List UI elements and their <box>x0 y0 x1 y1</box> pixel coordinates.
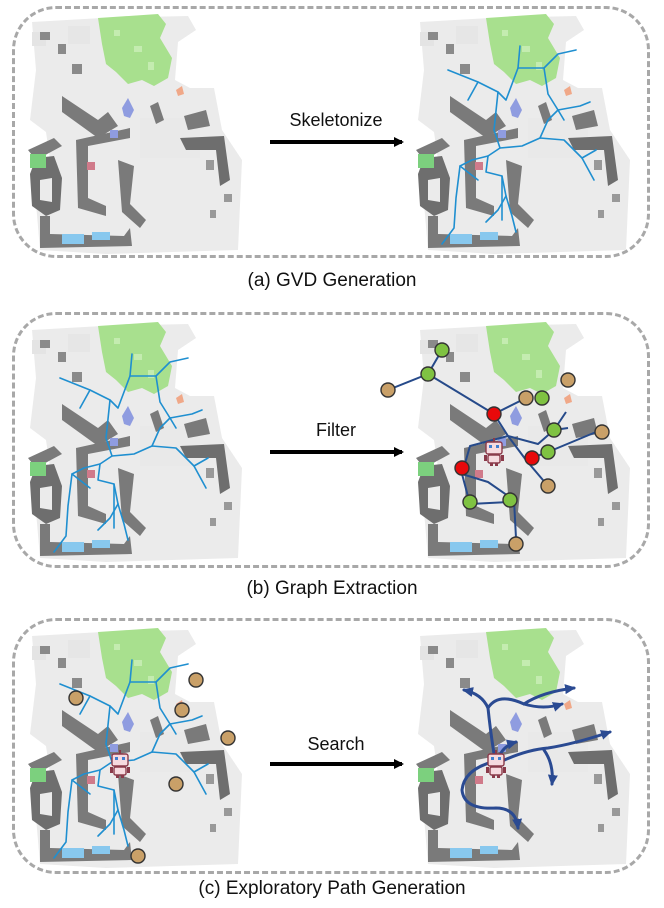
exploratory-paths <box>460 684 612 830</box>
junction-nodes <box>454 406 540 476</box>
arrow-label-skeletonize: Skeletonize <box>289 110 382 130</box>
caption-exploratory-path-generation: (c) Exploratory Path Generation <box>198 878 466 899</box>
map-c-left <box>28 628 242 868</box>
map-c-right <box>416 628 630 868</box>
panel-exploratory-path-generation <box>12 618 650 874</box>
branch-nodes <box>420 342 562 510</box>
map-b-left <box>28 322 242 562</box>
map-a-left <box>28 14 242 254</box>
frontier-nodes <box>68 672 236 864</box>
caption-gvd-generation: (a) GVD Generation <box>247 270 417 291</box>
panel-gvd-generation <box>12 6 650 258</box>
map-b-right <box>380 322 630 562</box>
frontier-nodes <box>380 372 610 552</box>
map-a-right <box>416 14 630 254</box>
caption-graph-extraction: (b) Graph Extraction <box>246 578 418 599</box>
arrow-label-search: Search <box>307 734 364 754</box>
panel-graph-extraction <box>12 312 650 568</box>
arrow-label-filter: Filter <box>316 420 356 440</box>
